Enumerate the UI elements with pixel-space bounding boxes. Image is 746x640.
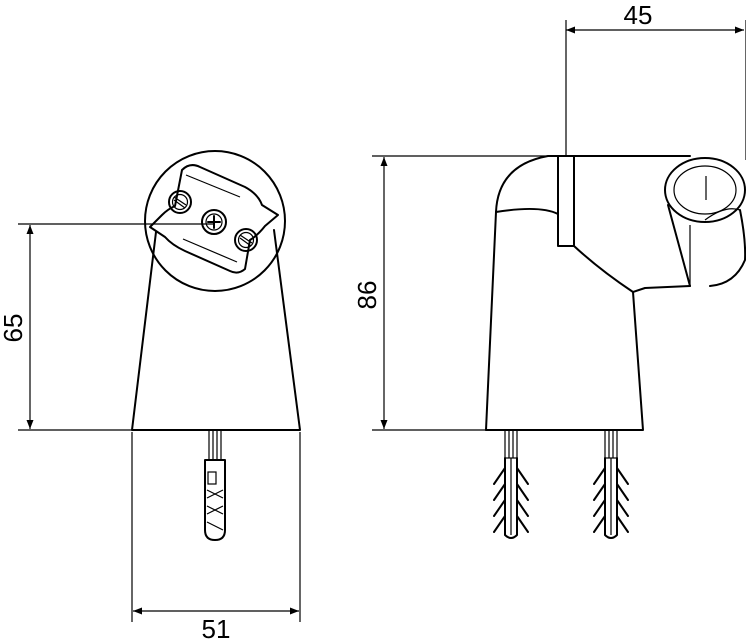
dimension-label-side: 86 bbox=[352, 281, 382, 310]
dimension-side-height: 86 bbox=[352, 155, 560, 431]
shower-holder-cup bbox=[664, 157, 746, 287]
dimension-bottom-width: 51 bbox=[131, 432, 301, 640]
side-body-outline bbox=[485, 155, 691, 431]
dimension-front-height: 65 bbox=[0, 223, 214, 431]
screw-right-icon bbox=[234, 228, 258, 252]
side-wall-plug-left bbox=[493, 429, 529, 539]
front-head-circle bbox=[144, 150, 286, 292]
dimension-label-front: 65 bbox=[0, 314, 28, 343]
side-wall-plug-right bbox=[593, 429, 629, 539]
screw-center-icon bbox=[201, 209, 227, 235]
side-bracket-plate bbox=[557, 155, 575, 247]
side-view bbox=[485, 155, 746, 539]
front-wall-plug bbox=[204, 429, 226, 541]
screw-left-icon bbox=[168, 190, 192, 214]
dimension-top-width: 45 bbox=[565, 0, 746, 160]
front-bracket bbox=[149, 164, 279, 274]
front-view bbox=[131, 150, 301, 541]
dimension-label-top: 45 bbox=[624, 0, 653, 30]
dimension-label-bottom: 51 bbox=[202, 614, 231, 640]
